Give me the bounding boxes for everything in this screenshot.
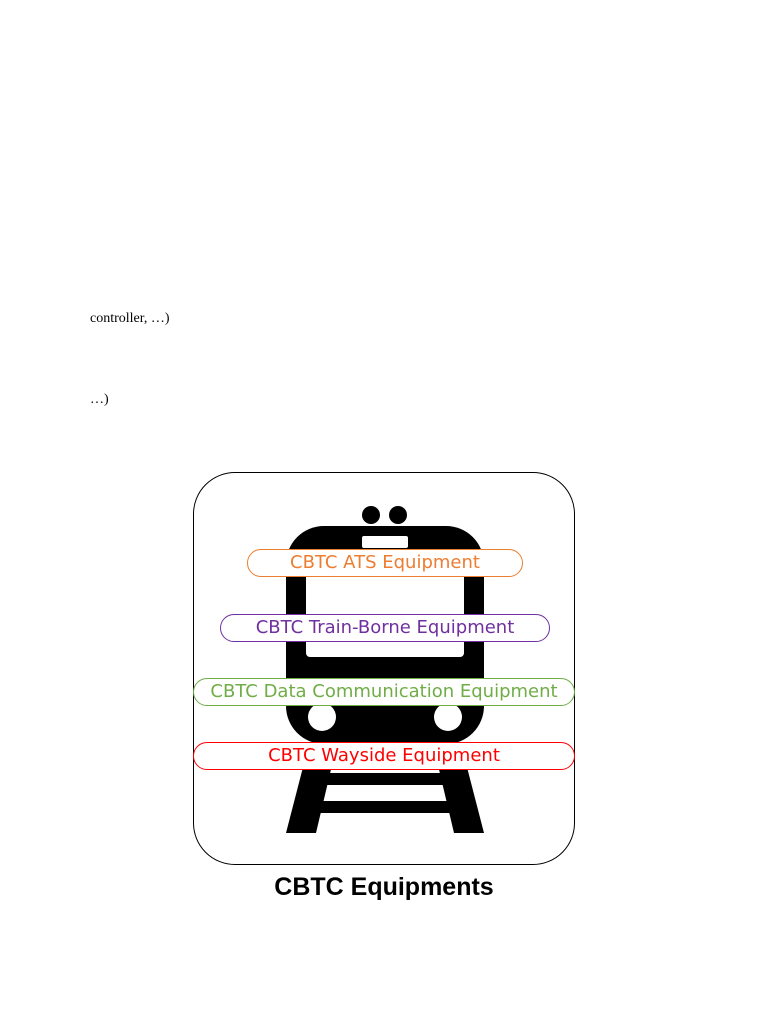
cbtc-wayside-label: CBTC Wayside Equipment <box>193 742 575 770</box>
figure-caption: CBTC Equipments <box>274 873 494 901</box>
body-text-line: controller, …) <box>90 311 170 326</box>
cbtc-figure: CBTC ATS Equipment CBTC Train-Borne Equi… <box>193 472 575 865</box>
train-icon <box>286 506 484 833</box>
cbtc-trainborne-label: CBTC Train-Borne Equipment <box>220 614 550 642</box>
cbtc-ats-label: CBTC ATS Equipment <box>247 549 523 577</box>
cbtc-datacomm-label: CBTC Data Communication Equipment <box>193 678 575 706</box>
body-text-line: …) <box>90 392 109 407</box>
